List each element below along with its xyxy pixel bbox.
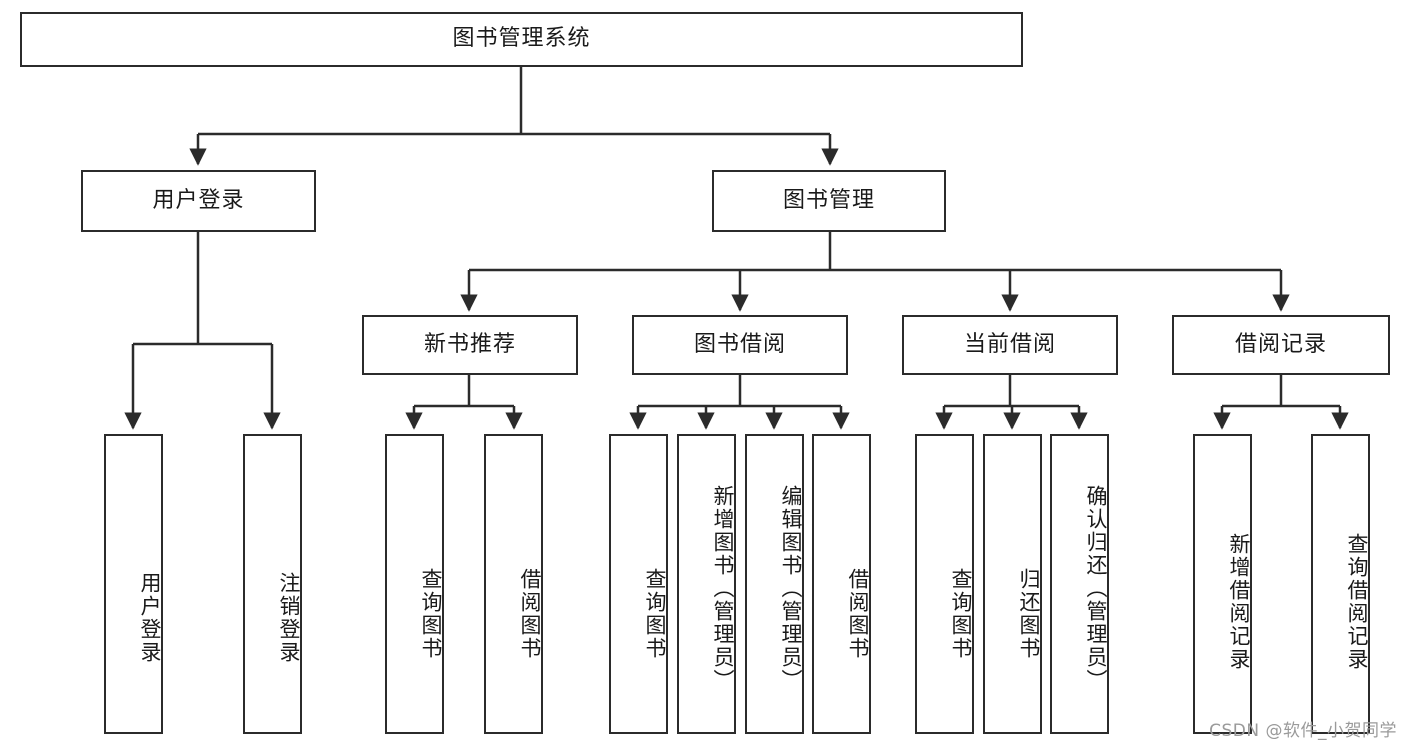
leaf-new-book-query-book[interactable]: 查询图书	[385, 434, 444, 734]
node-label: 查询图书	[643, 568, 667, 660]
leaf-current-borrow-query-book[interactable]: 查询图书	[915, 434, 974, 734]
node-book-management[interactable]: 图书管理	[712, 170, 946, 232]
node-new-book-recommend[interactable]: 新书推荐	[362, 315, 578, 375]
node-label: 借阅图书	[846, 568, 870, 660]
node-label: 查询图书	[419, 568, 443, 660]
leaf-book-borrow-query-book[interactable]: 查询图书	[609, 434, 668, 734]
leaf-new-book-borrow-book[interactable]: 借阅图书	[484, 434, 543, 734]
node-label: 当前借阅	[963, 331, 1056, 357]
node-label: 用户登录	[152, 187, 245, 213]
node-label: 注销登录	[277, 572, 301, 664]
leaf-borrow-record-add-record[interactable]: 新增借阅记录	[1193, 434, 1252, 734]
leaf-current-borrow-return-book[interactable]: 归还图书	[983, 434, 1042, 734]
leaf-book-borrow-borrow-book[interactable]: 借阅图书	[812, 434, 871, 734]
leaf-book-borrow-add-book-admin[interactable]: 新增图书（管理员）	[677, 434, 736, 734]
leaf-user-login-logout[interactable]: 注销登录	[243, 434, 302, 734]
node-label: 查询借阅记录	[1345, 533, 1369, 671]
node-label: 用户登录	[138, 572, 162, 664]
node-user-login[interactable]: 用户登录	[81, 170, 316, 232]
leaf-current-borrow-confirm-return-admin[interactable]: 确认归还（管理员）	[1050, 434, 1109, 734]
node-label: 借阅图书	[518, 568, 542, 660]
leaf-borrow-record-query-record[interactable]: 查询借阅记录	[1311, 434, 1370, 734]
leaf-user-login-login[interactable]: 用户登录	[104, 434, 163, 734]
node-label: 归还图书	[1017, 568, 1041, 660]
leaf-book-borrow-edit-book-admin[interactable]: 编辑图书（管理员）	[745, 434, 804, 734]
node-label: 图书借阅	[693, 331, 786, 357]
node-label: 新增借阅记录	[1227, 533, 1251, 671]
node-label: 确认归还（管理员）	[1084, 484, 1108, 692]
node-current-borrow[interactable]: 当前借阅	[902, 315, 1118, 375]
node-label: 查询图书	[949, 568, 973, 660]
node-label: 图书管理系统	[452, 26, 591, 52]
node-root-book-management-system[interactable]: 图书管理系统	[20, 12, 1023, 67]
node-borrow-record[interactable]: 借阅记录	[1172, 315, 1390, 375]
node-book-borrow[interactable]: 图书借阅	[632, 315, 848, 375]
node-label: 借阅记录	[1234, 331, 1327, 357]
node-label: 图书管理	[782, 187, 875, 213]
node-label: 新书推荐	[423, 331, 516, 357]
node-label: 编辑图书（管理员）	[779, 484, 803, 692]
node-label: 新增图书（管理员）	[711, 484, 735, 692]
